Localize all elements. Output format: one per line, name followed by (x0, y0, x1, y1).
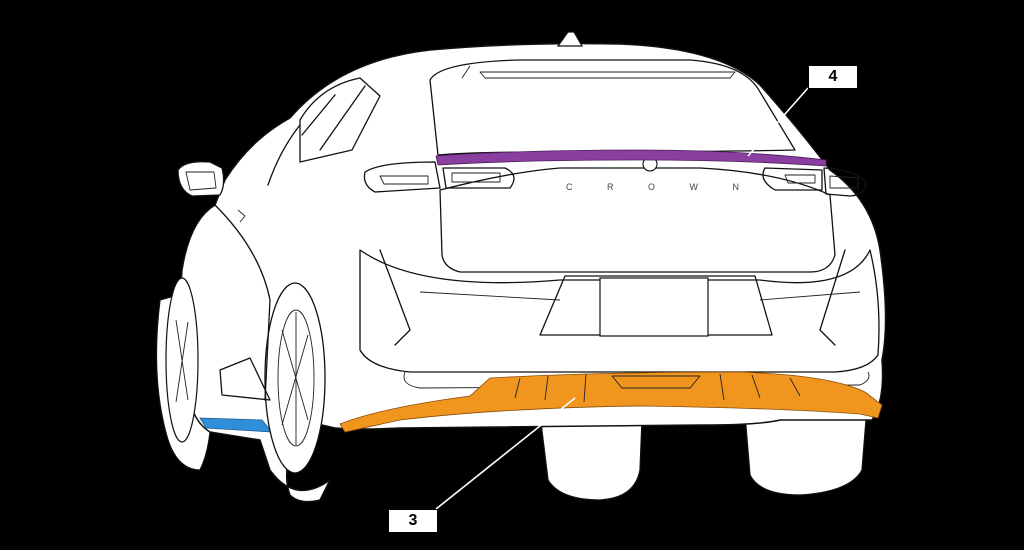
license-plate-recess (539, 275, 773, 336)
rear-bumper (359, 249, 880, 373)
right-tire-lower (539, 414, 643, 501)
callout-label-4: 4 (808, 65, 858, 89)
side-mirror (177, 161, 225, 197)
right-tail-light (823, 167, 867, 197)
tailgate (439, 167, 836, 273)
leader-line-3 (435, 397, 576, 510)
shark-fin-antenna (556, 31, 584, 47)
side-window (299, 77, 381, 163)
callout-label-3: 3 (388, 509, 438, 533)
rear-diffuser-part (339, 371, 883, 433)
license-plate (599, 277, 709, 337)
left-tail-light (363, 161, 441, 193)
left-wheel (264, 282, 326, 474)
center-light-right (762, 167, 823, 191)
center-light-left (442, 167, 515, 189)
leader-line-4 (747, 87, 809, 157)
rear-spoiler-part (435, 149, 827, 167)
right-tire-outer (744, 414, 867, 496)
emblem-text: C R O W N (566, 182, 755, 192)
